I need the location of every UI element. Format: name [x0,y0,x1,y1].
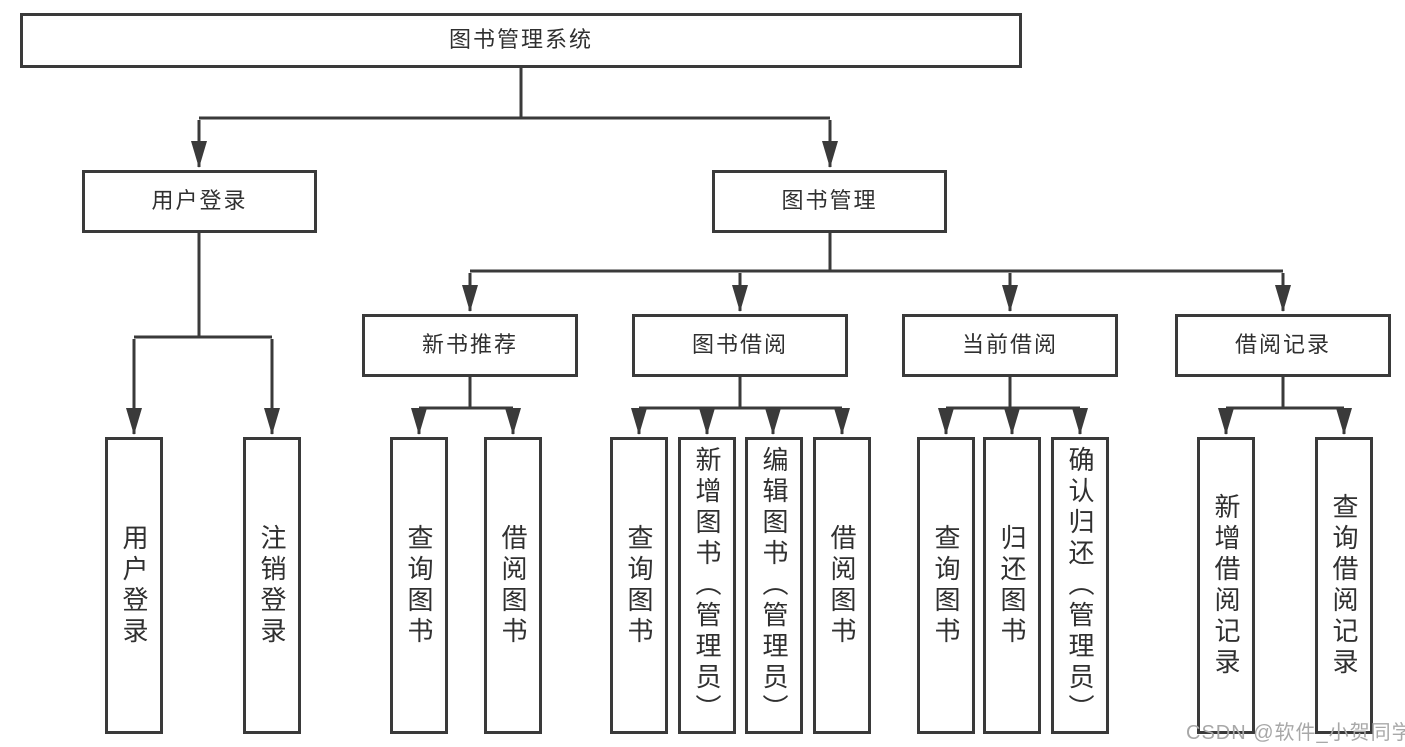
leaf-user-login: 用户登录 [105,437,163,734]
leaf-query-books-borrowing: 查询图书 [610,437,668,734]
leaf-borrow-books-recommend: 借阅图书 [484,437,542,734]
leaf-query-books-recommend: 查询图书 [390,437,448,734]
leaf-return-books: 归还图书 [983,437,1041,734]
leaf-confirm-return-admin: 确认归还（管理员） [1051,437,1109,734]
csdn-watermark: CSDN @软件_小贺同学 [1186,722,1405,744]
node-borrowing-records: 借阅记录 [1175,314,1391,377]
node-new-book-recommendation: 新书推荐 [362,314,578,377]
node-book-management-branch: 图书管理 [712,170,947,233]
leaf-query-borrow-record: 查询借阅记录 [1315,437,1373,734]
leaf-add-books-admin: 新增图书（管理员） [678,437,736,734]
node-book-borrowing: 图书借阅 [632,314,848,377]
leaf-query-books-current: 查询图书 [917,437,975,734]
leaf-logout: 注销登录 [243,437,301,734]
node-user-login-branch: 用户登录 [82,170,317,233]
leaf-edit-books-admin: 编辑图书（管理员） [745,437,803,734]
node-current-borrowing: 当前借阅 [902,314,1118,377]
node-library-system: 图书管理系统 [20,13,1022,68]
leaf-add-borrow-record: 新增借阅记录 [1197,437,1255,734]
leaf-borrow-books: 借阅图书 [813,437,871,734]
